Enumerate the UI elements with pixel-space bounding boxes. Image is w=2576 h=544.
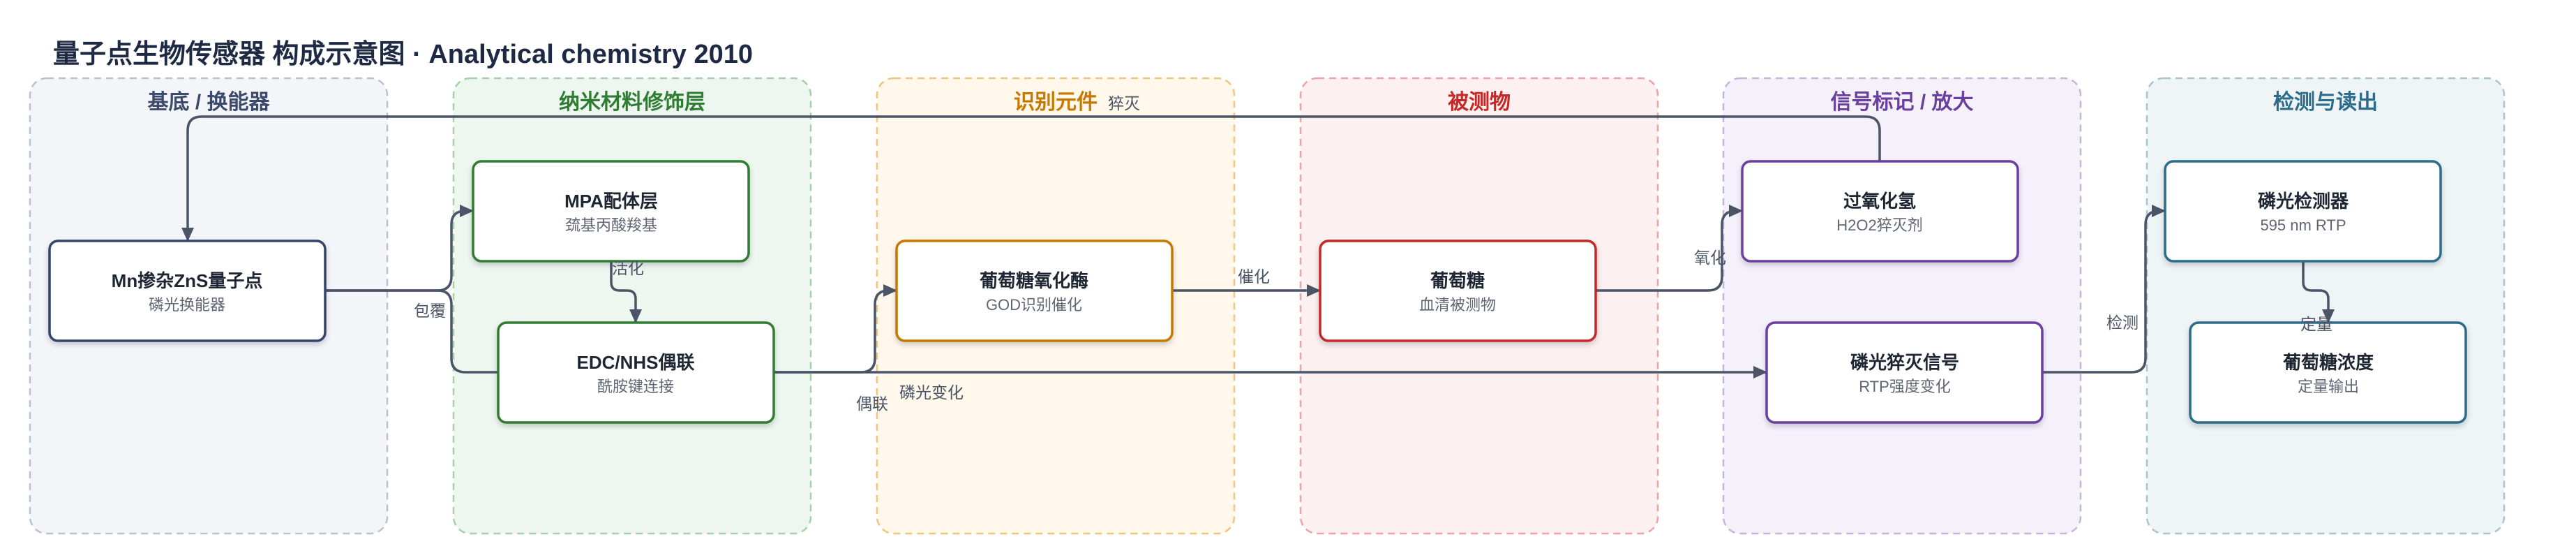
lane-signal-label-amplification: 信号标记 / 放大 <box>1722 77 2082 535</box>
edges <box>181 115 2335 378</box>
lane-label: 检测与读出 <box>2273 90 2378 114</box>
node-phosphorescence-quench-signal: 磷光猝灭信号 RTP强度变化 <box>1765 321 2044 424</box>
node-subtitle: 定量输出 <box>2298 378 2359 395</box>
lane-label: 纳米材料修饰层 <box>559 91 705 114</box>
node-mpa-ligand-layer: MPA配体层 巯基丙酸羧基 <box>472 160 750 263</box>
node-title: MPA配体层 <box>564 191 658 212</box>
node-edc-nhs-coupling: EDC/NHS偶联 酰胺键连接 <box>497 321 775 424</box>
edge-oxidation-glucose-to-h2o2 <box>1596 205 1743 292</box>
edge-label-quenching: 猝灭 <box>1108 94 1140 112</box>
edge-labels: 包覆 活化 偶联 催化 氧化 猝灭 磷光变化 检测 定量 <box>414 94 2332 413</box>
lane-label: 识别元件 <box>1014 91 1098 114</box>
node-box <box>895 240 1174 342</box>
node-title: 磷光猝灭信号 <box>1850 352 1959 373</box>
node-box <box>2189 321 2467 424</box>
edge-label-quantification: 定量 <box>2300 315 2332 333</box>
lane-nanomaterial-layer: 纳米材料修饰层 <box>452 77 812 535</box>
node-glucose-concentration: 葡萄糖浓度 定量输出 <box>2189 321 2467 424</box>
node-subtitle: GOD识别催化 <box>986 296 1082 314</box>
edge-detection-signal-to-detector <box>2042 205 2166 374</box>
node-title: 葡萄糖 <box>1430 270 1485 291</box>
node-box <box>472 160 750 263</box>
node-phosphorescence-detector: 磷光检测器 595 nm RTP <box>2164 160 2442 263</box>
edge-label-coupling: 偶联 <box>856 395 888 413</box>
node-mn-zns-quantum-dot: Mn掺杂ZnS量子点 磷光换能器 <box>48 240 327 342</box>
node-glucose: 葡萄糖 血清被测物 <box>1319 240 1597 342</box>
node-subtitle: H2O2猝灭剂 <box>1836 216 1922 234</box>
node-box <box>1765 321 2044 424</box>
node-title: EDC/NHS偶联 <box>576 352 694 373</box>
node-subtitle: 595 nm RTP <box>2260 216 2346 234</box>
lane-detection-readout: 检测与读出 <box>2146 77 2506 535</box>
diagram-title: 量子点生物传感器 构成示意图 · Analytical chemistry 20… <box>53 40 753 69</box>
node-title: 磷光检测器 <box>2258 191 2349 212</box>
node-box <box>1741 160 2019 263</box>
edge-label-catalysis: 催化 <box>1238 267 1270 286</box>
lane-label: 信号标记 / 放大 <box>1830 91 1973 114</box>
edge-quantification-detector-to-concentration <box>2302 261 2335 323</box>
lane-background <box>1722 77 2082 535</box>
edge-activation-mpa-to-edc <box>610 261 642 323</box>
lane-background <box>452 77 812 535</box>
lane-background <box>2146 77 2506 535</box>
node-hydrogen-peroxide: 过氧化氢 H2O2猝灭剂 <box>1741 160 2019 263</box>
node-title: 葡萄糖氧化酶 <box>980 270 1088 291</box>
edge-label-phosphorescence-change: 磷光变化 <box>899 383 964 402</box>
lane-label: 基底 / 换能器 <box>147 91 270 114</box>
node-subtitle: RTP强度变化 <box>1859 378 1951 395</box>
node-subtitle: 磷光换能器 <box>149 296 225 314</box>
edge-quenching-h2o2-to-qd <box>181 115 1881 242</box>
node-box <box>1319 240 1597 342</box>
edge-label-activation: 活化 <box>612 259 644 277</box>
node-subtitle: 血清被测物 <box>1419 296 1496 314</box>
node-glucose-oxidase: 葡萄糖氧化酶 GOD识别催化 <box>895 240 1174 342</box>
node-title: 葡萄糖浓度 <box>2283 352 2374 373</box>
lane-label: 被测物 <box>1448 91 1511 114</box>
node-subtitle: 酰胺键连接 <box>597 378 674 395</box>
node-box <box>2164 160 2442 263</box>
node-subtitle: 巯基丙酸羧基 <box>565 216 657 234</box>
edge-coating-qd-to-mpa <box>325 205 474 292</box>
edge-label-oxidation: 氧化 <box>1694 249 1726 267</box>
node-title: 过氧化氢 <box>1843 191 1916 212</box>
node-box <box>497 321 775 424</box>
edge-phosphorescence-change-qd-to-signal <box>325 289 1767 378</box>
edge-label-detection: 检测 <box>2106 314 2139 332</box>
edge-label-coating: 包覆 <box>414 302 446 320</box>
node-title: Mn掺杂ZnS量子点 <box>112 270 263 291</box>
node-box <box>48 240 327 342</box>
